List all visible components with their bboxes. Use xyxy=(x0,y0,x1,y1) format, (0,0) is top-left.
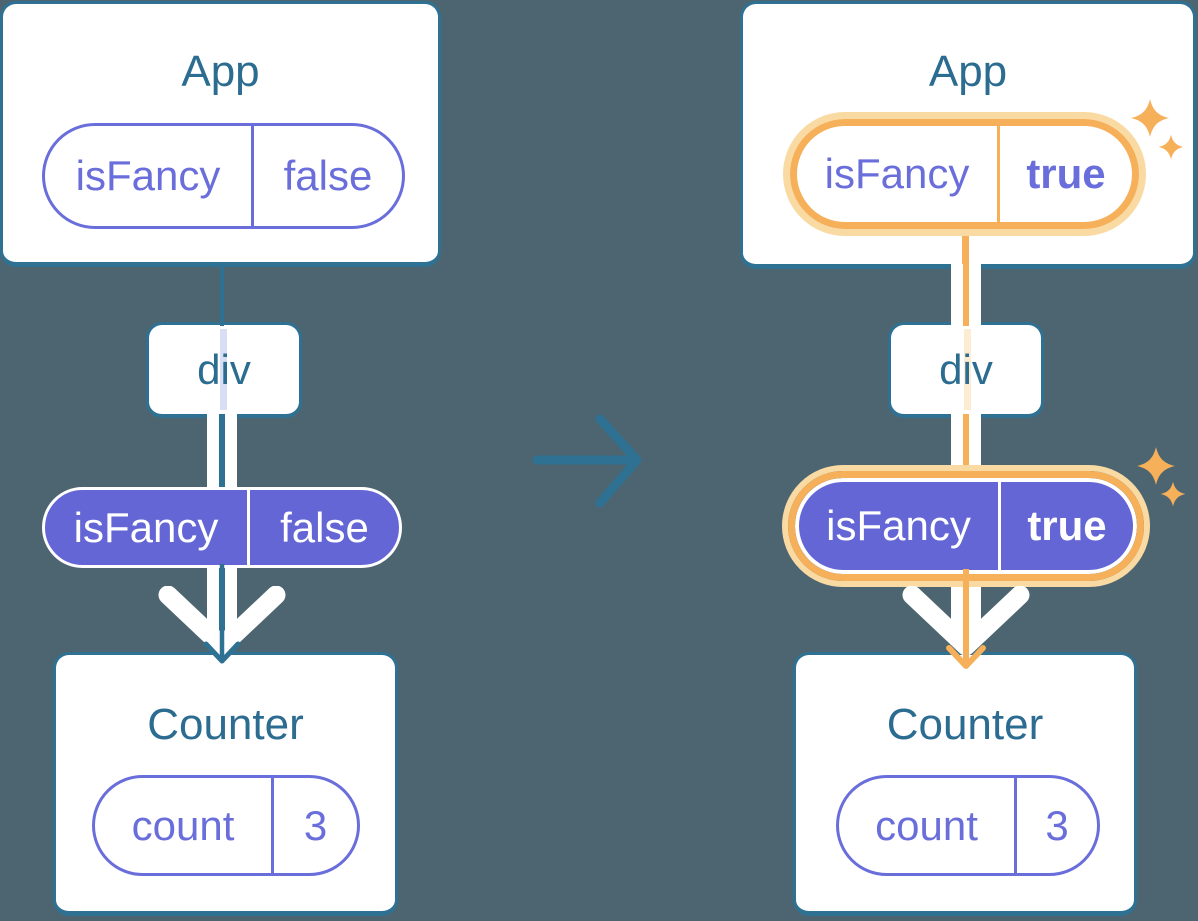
app-title: App xyxy=(928,47,1008,96)
prop-name: isFancy xyxy=(799,482,1001,570)
edge-arrow-icon xyxy=(203,564,241,664)
edge-app-to-div xyxy=(220,264,224,326)
sparkle-icon xyxy=(1131,99,1169,137)
passed-prop-pill: isFancy true xyxy=(795,478,1137,574)
div-label: div xyxy=(197,345,251,393)
edge-arrow-icon xyxy=(946,569,986,669)
flow-core-line xyxy=(962,230,969,270)
app-prop-pill: isFancy false xyxy=(42,123,405,229)
app-prop-pill-highlighted: isFancy true xyxy=(783,112,1146,236)
app-card: App isFancy false xyxy=(0,1,441,267)
right-arrow-icon xyxy=(532,414,642,508)
counter-title: Counter xyxy=(147,700,304,749)
state-pill: count 3 xyxy=(92,775,360,876)
state-name: count xyxy=(95,778,274,873)
flow-strip xyxy=(951,264,981,326)
prop-value: true xyxy=(1026,150,1106,197)
prop-passthrough-line xyxy=(964,329,971,410)
sparkle-icon xyxy=(1158,134,1184,160)
prop-passthrough-line xyxy=(220,329,227,410)
sparkle-icon xyxy=(1137,447,1175,485)
flow-core-line xyxy=(963,414,969,484)
state-value: 3 xyxy=(303,801,328,849)
counter-card: Counter count 3 xyxy=(793,652,1137,916)
flow-strip xyxy=(207,414,237,490)
prop-value: false xyxy=(280,503,369,551)
counter-card: Counter count 3 xyxy=(53,652,398,916)
counter-title: Counter xyxy=(886,700,1044,749)
div-node: div xyxy=(146,322,302,418)
div-node: div xyxy=(888,322,1044,418)
app-title: App xyxy=(181,47,260,96)
div-label: div xyxy=(939,345,993,393)
state-value: 3 xyxy=(1045,801,1069,849)
prop-name: isFancy xyxy=(45,490,250,565)
prop-name: isFancy xyxy=(797,126,1000,222)
highlight-ring: isFancy true xyxy=(790,119,1139,229)
state-name: count xyxy=(839,778,1017,873)
sparkle-icon xyxy=(1160,481,1186,507)
flow-core-line xyxy=(219,414,225,490)
prop-value: false xyxy=(283,152,373,199)
flow-core-line xyxy=(963,264,969,326)
passed-prop-pill: isFancy false xyxy=(42,487,402,568)
state-pill: count 3 xyxy=(836,775,1100,876)
prop-value: true xyxy=(1027,502,1107,549)
prop-name: isFancy xyxy=(45,126,254,226)
